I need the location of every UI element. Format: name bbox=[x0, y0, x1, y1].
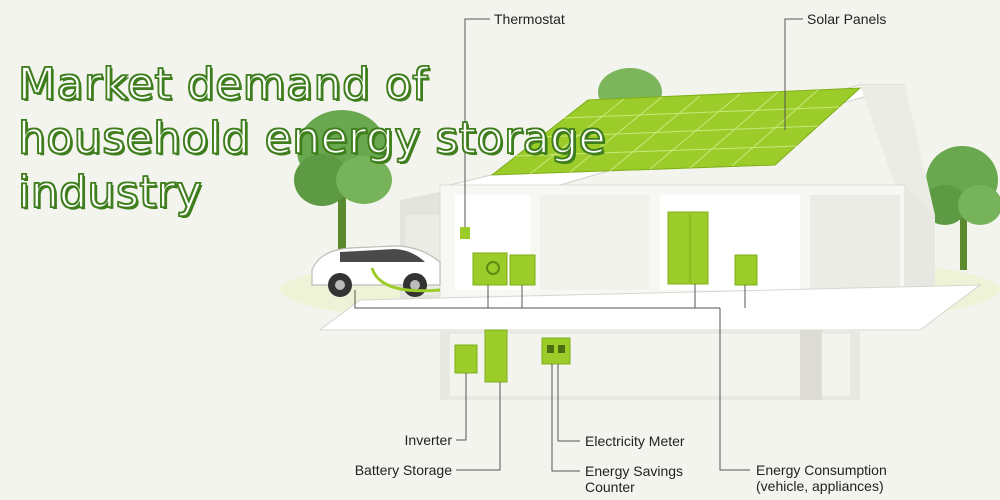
stove-icon bbox=[734, 254, 758, 286]
title-line-1: Market demand of bbox=[17, 58, 429, 111]
room-center bbox=[540, 195, 650, 290]
label-thermostat: Thermostat bbox=[494, 11, 565, 27]
label-solar-panels: Solar Panels bbox=[807, 11, 887, 27]
basement-inner bbox=[450, 334, 850, 396]
refrigerator-icon bbox=[667, 211, 709, 285]
inverter-device-icon bbox=[454, 344, 478, 374]
callout-lines bbox=[456, 18, 803, 472]
thermostat-device-icon bbox=[460, 227, 470, 239]
washer-icon bbox=[509, 254, 536, 286]
page-title: Market demand of household energy storag… bbox=[17, 58, 678, 220]
tree-left-icon bbox=[294, 110, 392, 260]
label-energy-consumption: Energy Consumption (vehicle, appliances) bbox=[756, 462, 887, 494]
title-line-3: industry bbox=[17, 166, 203, 219]
label-energy-consumption-line-1: Energy Consumption bbox=[756, 462, 887, 478]
basement-pillar bbox=[800, 330, 822, 400]
battery-storage-device-icon bbox=[484, 329, 508, 383]
label-energy-savings-line-2: Counter bbox=[585, 479, 635, 495]
house-right-wall bbox=[905, 185, 935, 300]
wiring-lines bbox=[354, 284, 746, 309]
label-inverter: Inverter bbox=[404, 432, 452, 448]
label-energy-consumption-line-2: (vehicle, appliances) bbox=[756, 478, 884, 494]
label-energy-savings-line-1: Energy Savings bbox=[585, 463, 684, 479]
room-far-right bbox=[810, 195, 900, 290]
title-line-2: household energy storage bbox=[17, 112, 607, 165]
roof-right-side bbox=[860, 85, 935, 215]
home-battery-icon bbox=[472, 252, 508, 286]
label-energy-savings-counter: Energy Savings Counter bbox=[585, 463, 683, 495]
solar-panel-grid bbox=[515, 89, 840, 175]
label-electricity-meter: Electricity Meter bbox=[585, 433, 685, 449]
electricity-meter-device-icon bbox=[541, 337, 571, 365]
electric-car-icon bbox=[311, 245, 441, 297]
label-battery-storage: Battery Storage bbox=[354, 462, 452, 478]
